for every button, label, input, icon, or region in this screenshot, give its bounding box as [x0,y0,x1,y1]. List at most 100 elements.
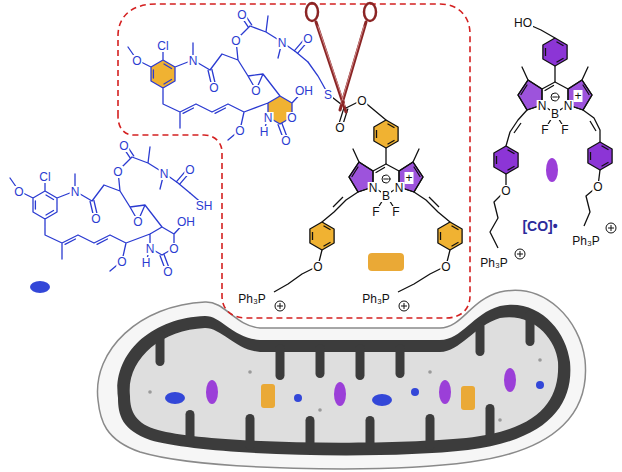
atom-label: N [368,179,379,195]
scissors-handle [364,3,376,21]
atom-label: + [573,87,582,103]
atom-label: N [537,97,548,113]
atom-text: N [368,182,379,194]
crista [316,344,325,378]
atom-label: O [302,30,313,46]
atom-text: Cl [156,40,169,52]
atom-label: O [90,210,101,226]
atom-label: N [145,240,156,256]
atom-text: O [230,35,241,47]
inner-membrane [117,305,570,456]
atom-label: O [162,263,173,279]
atom-label: N [188,52,199,68]
atom-label: O [592,178,603,194]
purple-probe [439,380,451,404]
atom-text: O [312,261,323,273]
atom-label: O [208,79,219,95]
blue-payload-dot [411,388,419,396]
atom-label: O [13,183,24,199]
atom-text: OH [176,216,196,228]
crista [246,414,255,450]
atom-label: O [184,161,195,177]
phosphonium-charge [399,301,409,311]
atom-label: O [440,258,451,274]
atom-text: Ph₃P [361,293,391,305]
styryl-arm-bonds [274,192,450,292]
crista [356,344,365,380]
atom-text: F [371,206,380,218]
atom-text: O [13,186,24,198]
gold-conjugate [368,253,404,271]
atom-text: O [162,266,173,278]
scissors-blade-edge [318,26,364,106]
atom-text: O [234,125,245,137]
phosphonium-charge [515,249,525,259]
atom-text: H [141,257,152,269]
atom-text: Ph₃P [479,257,509,269]
atom-label: N [70,183,81,199]
granule [428,370,432,374]
atom-label: Ph₃P [361,290,391,306]
atom-text: O [184,164,195,176]
atom-text: O [250,85,261,97]
crista [526,310,535,346]
atom-text: + [573,90,582,102]
bodipy-core [349,149,423,211]
atom-label: O [118,137,129,153]
atom-text: O [286,112,297,124]
atom-label: O [112,163,123,179]
atom-label: N [563,97,574,113]
bodipy-core [518,67,592,129]
atom-text: H [259,126,270,138]
atom-label: O [131,52,142,68]
atom-text: O [236,9,247,21]
atom-label: O [168,240,179,256]
atom-label: F [560,121,569,137]
granule [318,408,322,412]
atom-text: O [90,213,101,225]
purple-probe [546,158,558,182]
atom-text: N [70,186,81,198]
crista [306,416,315,452]
atom-label: SH [195,197,214,213]
atom-text: F [540,124,549,136]
atom-label: O [334,119,345,135]
atom-label: Ph₃P [237,290,267,306]
atom-text: O [440,261,451,273]
scissors-blade [316,22,346,112]
styryl-ring [310,222,334,250]
atom-label: OH [294,82,314,98]
atom-label: + [404,169,413,185]
atom-text: O [334,122,345,134]
atom-label: OH [176,213,196,229]
crista [476,322,485,356]
atom-text: O [168,243,179,255]
atom-text: O [302,33,313,45]
atom-label: O [500,182,511,198]
atom-text: O [592,181,603,193]
atom-label: O [312,258,323,274]
atom-label: N [394,179,405,195]
atom-label: O [234,122,245,138]
atom-label: S [323,86,333,102]
atom-text: B [550,108,560,120]
styryl-ring [494,146,518,174]
granules [148,358,542,422]
crista [366,416,375,452]
atom-label: F [371,203,380,219]
atom-text: SH [195,200,214,212]
species-label: [CO]• [521,218,558,234]
atom-text: O [112,166,123,178]
atom-label: O [236,6,247,22]
atom-label: O [132,213,143,229]
atom-label: F [391,203,400,219]
atom-text: O [500,185,511,197]
blue-payload [165,392,185,404]
crista [156,330,165,366]
atom-label: Cl [156,37,169,53]
phosphonium-charge [606,223,616,233]
atom-text: N [145,243,156,255]
styryl-ring [438,222,462,250]
